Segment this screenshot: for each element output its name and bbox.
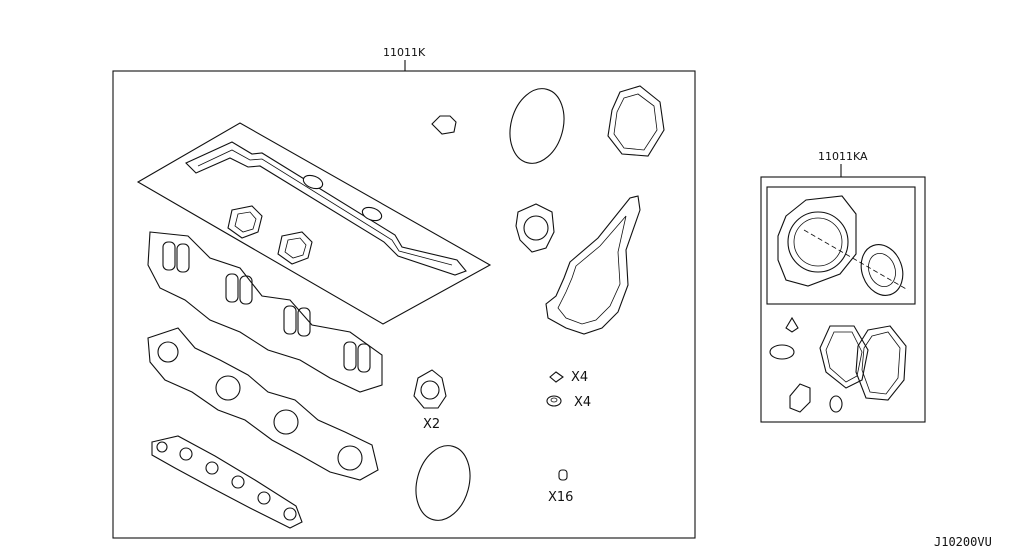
small-seal-top [431, 115, 457, 135]
kit-label-11011KA: 11011KA [818, 150, 868, 163]
subkit-box-11011KA [766, 186, 916, 305]
valve-cover-gasket-group [136, 122, 492, 325]
small-oval-gasket [769, 344, 795, 360]
intake-manifold-gasket [147, 231, 383, 393]
kit-box-11011K [112, 70, 696, 539]
shaped-gasket-top [607, 85, 665, 157]
valve-seal-strip [151, 435, 303, 529]
plug-seal-2 [361, 206, 383, 222]
valve-cover-panel [136, 122, 492, 325]
tall-gasket-1 [819, 325, 869, 389]
qty-seal-ring: X4 [574, 395, 591, 410]
exhaust-manifold-gasket [147, 327, 379, 481]
rear-oil-seal [860, 244, 904, 296]
tube-seal-2 [277, 231, 313, 265]
small-gasket-hex [789, 383, 811, 413]
plug-seal-1 [302, 174, 324, 190]
qty-valve-seal: X16 [548, 490, 573, 505]
tall-gasket-2 [855, 325, 907, 401]
tube-seal-1 [227, 205, 263, 239]
small-o-ring [829, 395, 843, 413]
seal-ring [546, 395, 562, 407]
large-o-ring-bottom [415, 445, 471, 521]
drawing-code: J10200VU [934, 535, 992, 549]
bracket-seal [413, 369, 447, 409]
valve-cover-gasket-inner [197, 149, 453, 266]
washer-small [549, 371, 564, 383]
large-o-ring-top [509, 88, 565, 164]
qty-bracket: X2 [423, 417, 440, 432]
valve-seal [558, 469, 568, 481]
kit-box-11011KA [760, 176, 926, 423]
kit-label-11011K: 11011K [383, 46, 426, 59]
flange-gasket-small [515, 203, 555, 253]
small-seal-diamond [785, 316, 799, 333]
qty-washer-small: X4 [571, 370, 588, 385]
valve-cover-gasket [185, 141, 467, 276]
assembly-axis [803, 229, 909, 291]
front-cover-gasket [545, 195, 641, 335]
